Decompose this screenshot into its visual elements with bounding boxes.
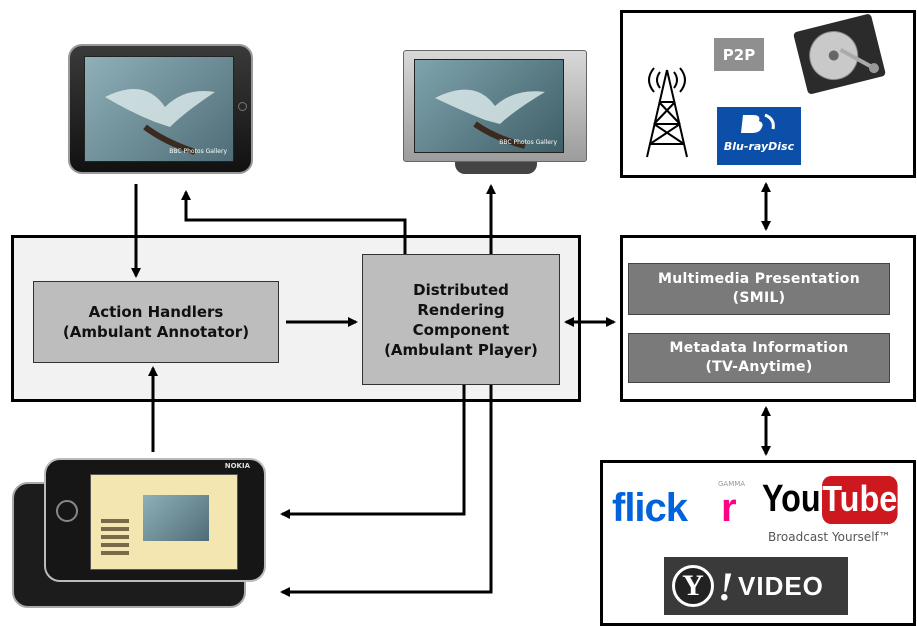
bluray-text-2: Disc — [768, 140, 795, 153]
tablet-home-button — [238, 102, 247, 111]
p2p-label: P2P — [714, 38, 764, 71]
bluray-disc-icon — [741, 113, 775, 133]
rendering-line-1: Distributed — [413, 280, 509, 299]
youtube-tube: Tube — [822, 476, 898, 524]
action-handlers-title: Action Handlers — [88, 303, 224, 321]
tv-screen: BBC Photos Gallery — [414, 59, 564, 153]
yahoo-video-text: VIDEO — [738, 571, 824, 601]
nokia-screen — [90, 474, 238, 570]
arrow-renderer-to-nokia-front — [280, 385, 466, 519]
rendering-line-3: Component — [412, 320, 510, 339]
flickr-logo: flick r GAMMA — [612, 478, 762, 538]
presentation-title: Multimedia Presentation — [658, 271, 860, 287]
tv-stand — [455, 162, 537, 174]
yahoo-video-logo: Y ! VIDEO — [664, 557, 848, 615]
metadata-information-box: Metadata Information (TV-Anytime) — [628, 333, 890, 383]
tablet-screen: BBC Photos Gallery — [84, 56, 234, 162]
nokia-screen-image — [143, 495, 209, 541]
tv-frame: BBC Photos Gallery — [403, 50, 587, 162]
rendering-component-box: Distributed Rendering Component (Ambulan… — [362, 254, 560, 385]
bluray-logo: Blu-rayDisc — [716, 106, 802, 166]
tablet-device: BBC Photos Gallery — [68, 44, 253, 174]
nokia-device-front: NOKIA — [44, 458, 266, 582]
flickr-text-blue: flick — [612, 486, 688, 530]
broadcast-tower-icon — [646, 67, 688, 158]
youtube-tagline: Broadcast Yourself™ — [768, 530, 891, 544]
multimedia-presentation-box: Multimedia Presentation (SMIL) — [628, 263, 890, 315]
presentation-format: (SMIL) — [732, 290, 786, 306]
action-handlers-subtitle: (Ambulant Annotator) — [62, 323, 250, 341]
nokia-brand: NOKIA — [224, 462, 250, 470]
metadata-title: Metadata Information — [669, 340, 849, 356]
youtube-you: You — [762, 478, 821, 520]
tv-caption: BBC Photos Gallery — [499, 139, 557, 146]
television-device: BBC Photos Gallery — [403, 50, 587, 176]
action-handlers-box: Action Handlers (Ambulant Annotator) — [33, 281, 279, 363]
arrow-renderer-to-tablet — [181, 190, 407, 254]
rendering-line-2: Rendering — [417, 300, 505, 319]
youtube-logo: You Tube Broadcast Yourself™ — [760, 474, 910, 548]
eagle-image-icon — [105, 89, 215, 155]
yahoo-y-badge: Y — [672, 565, 714, 607]
arrow-renderer-to-nokia-back — [280, 385, 493, 597]
yahoo-bang: ! — [718, 564, 734, 609]
tablet-caption: BBC Photos Gallery — [169, 148, 227, 155]
flickr-gamma: GAMMA — [718, 480, 746, 488]
hard-disk-icon — [793, 14, 886, 94]
nokia-keypad — [101, 519, 129, 559]
tv-eagle-image-icon — [435, 89, 545, 149]
metadata-format: (TV-Anytime) — [705, 359, 813, 375]
flickr-text-pink: r — [721, 486, 737, 530]
bluray-text-1: Blu-ray — [723, 140, 769, 153]
rendering-line-4: (Ambulant Player) — [384, 340, 538, 359]
nokia-dpad — [56, 500, 78, 522]
